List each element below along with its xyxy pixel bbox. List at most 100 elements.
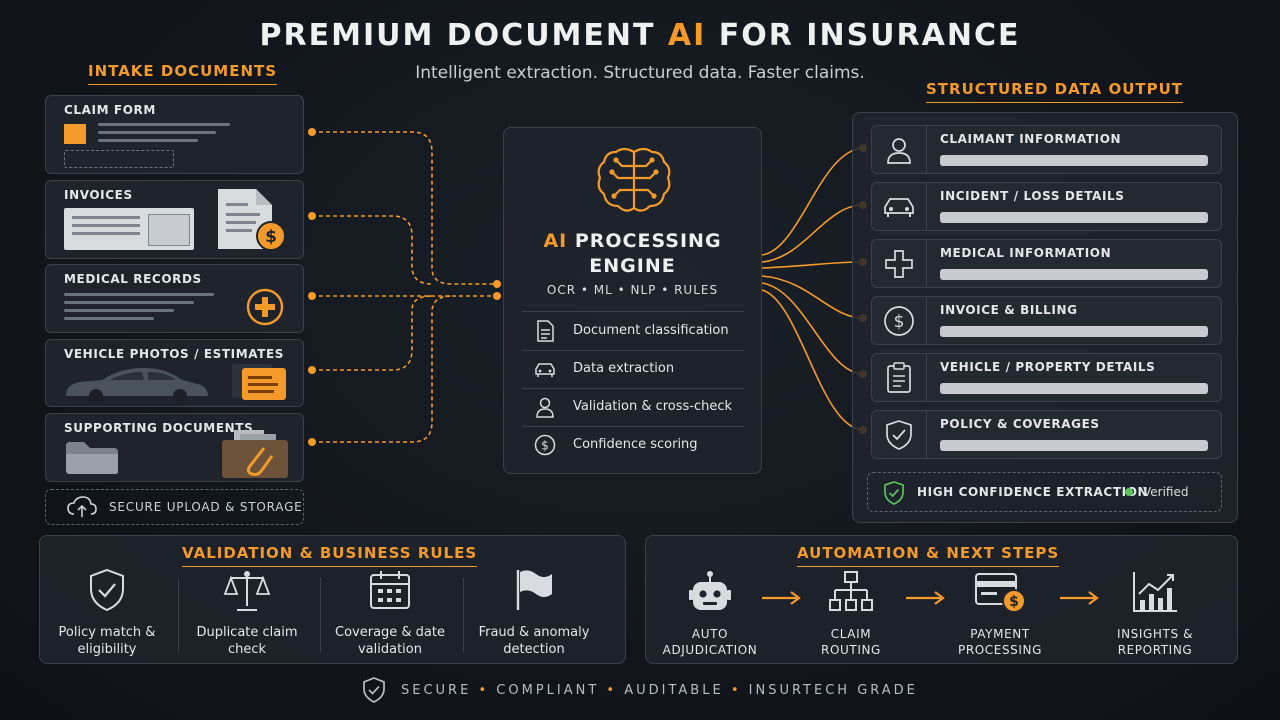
output-heading: STRUCTURED DATA OUTPUT	[926, 80, 1184, 103]
car-icon	[884, 197, 914, 217]
car-icon	[66, 368, 208, 403]
output-row-medical: MEDICAL INFORMATION	[871, 239, 1222, 288]
scales-icon	[223, 571, 271, 611]
attachment-folder-icon	[222, 430, 288, 478]
car-icon	[535, 363, 555, 377]
shield-check-icon	[363, 677, 385, 703]
validation-panel	[39, 535, 626, 664]
footer-item: INSURTECH GRADE	[748, 683, 918, 698]
dollar-circle-icon: $	[534, 434, 556, 456]
engine-item-validation: Validation & cross-check	[522, 388, 744, 427]
footer-separator: •	[730, 683, 742, 698]
invoice-dollar-icon: $	[218, 189, 286, 251]
secure-upload-button[interactable]: SECURE UPLOAD & STORAGE	[45, 489, 304, 525]
claim-form-icon	[64, 124, 86, 144]
output-row-vehicle-property: VEHICLE / PROPERTY DETAILS	[871, 353, 1222, 402]
text-line	[64, 309, 174, 312]
text-line	[64, 293, 214, 296]
output-row-policy: POLICY & COVERAGES	[871, 410, 1222, 459]
dollar-circle-icon: $	[884, 305, 914, 336]
text-line	[98, 123, 230, 126]
output-row-invoice: $ INVOICE & BILLING	[871, 296, 1222, 345]
doc-label: CLAIM FORM	[64, 103, 156, 117]
cloud-upload-icon	[67, 496, 97, 517]
svg-text:$: $	[265, 227, 277, 247]
confidence-badge: HIGH CONFIDENCE EXTRACTION Verified	[867, 472, 1222, 512]
output-row-claimant: CLAIMANT INFORMATION	[871, 125, 1222, 174]
svg-text:$: $	[1009, 594, 1019, 610]
medical-cross-icon	[885, 249, 913, 278]
doc-invoices[interactable]: INVOICES $	[45, 180, 304, 259]
folder-icon	[66, 442, 118, 474]
doc-label: INVOICES	[64, 188, 133, 202]
payment-icon: $	[975, 573, 1026, 613]
shield-check-icon	[886, 419, 912, 450]
footer-separator: •	[478, 683, 490, 698]
automation-heading: AUTOMATION & NEXT STEPS	[797, 544, 1060, 567]
output-row-incident: INCIDENT / LOSS DETAILS	[871, 182, 1222, 231]
arrow-right-icon	[762, 591, 801, 605]
value-bar	[940, 155, 1208, 166]
confidence-label: HIGH CONFIDENCE EXTRACTION	[917, 485, 1149, 499]
medical-plus-icon	[246, 288, 284, 326]
page-title: PREMIUM DOCUMENT AI FOR INSURANCE	[259, 18, 1021, 53]
footer-item: SECURE	[401, 683, 472, 698]
value-bar	[940, 326, 1208, 337]
footer-separator: •	[606, 683, 618, 698]
arrow-right-icon	[1060, 591, 1099, 605]
chart-icon	[1133, 572, 1177, 612]
doc-claim-form[interactable]: CLAIM FORM	[45, 95, 304, 174]
person-icon	[887, 137, 911, 164]
doc-label: SUPPORTING DOCUMENTS	[64, 421, 254, 435]
shield-check-icon	[90, 568, 124, 612]
engine-item-extraction: Data extraction	[522, 350, 744, 389]
routing-icon	[829, 571, 873, 611]
value-bar	[940, 212, 1208, 223]
validation-item-policy: Policy match &eligibility	[36, 568, 178, 658]
brain-icon	[597, 147, 671, 212]
text-line	[64, 317, 154, 320]
engine-tech: OCR • ML • NLP • RULES	[546, 283, 719, 297]
footer-badges: SECURE • COMPLIANT • AUDITABLE • INSURTE…	[360, 677, 920, 703]
doc-label: MEDICAL RECORDS	[64, 272, 202, 286]
user-check-icon	[536, 397, 554, 418]
estimate-doc-icon	[232, 364, 286, 400]
text-line	[64, 301, 194, 304]
flag-icon	[516, 570, 552, 610]
value-bar	[940, 269, 1208, 280]
document-icon	[537, 320, 554, 342]
upload-label: SECURE UPLOAD & STORAGE	[109, 500, 303, 514]
intake-heading: INTAKE DOCUMENTS	[88, 62, 278, 85]
text-line	[98, 139, 198, 142]
calendar-icon	[370, 571, 410, 609]
doc-medical-records[interactable]: MEDICAL RECORDS	[45, 264, 304, 333]
invoice-sheet	[64, 208, 194, 250]
robot-icon	[689, 571, 731, 610]
text-line	[98, 131, 216, 134]
verified-label: Verified	[1143, 485, 1189, 499]
value-bar	[940, 440, 1208, 451]
doc-vehicle-photos[interactable]: VEHICLE PHOTOS / ESTIMATES	[45, 339, 304, 407]
validation-heading: VALIDATION & BUSINESS RULES	[182, 544, 478, 567]
svg-text:$: $	[541, 439, 549, 453]
value-bar	[940, 383, 1208, 394]
engine-item-confidence: $ Confidence scoring	[522, 426, 744, 464]
arrow-right-icon	[906, 591, 945, 605]
clipboard-icon	[887, 361, 911, 393]
svg-text:$: $	[894, 312, 905, 332]
doc-label: VEHICLE PHOTOS / ESTIMATES	[64, 347, 285, 361]
footer-item: COMPLIANT	[496, 683, 600, 698]
shield-check-icon	[884, 481, 904, 505]
verified-dot	[1125, 488, 1133, 496]
engine-item-classification: Document classification	[522, 312, 744, 351]
signature-box	[64, 150, 174, 168]
doc-supporting-documents[interactable]: SUPPORTING DOCUMENTS	[45, 413, 304, 482]
